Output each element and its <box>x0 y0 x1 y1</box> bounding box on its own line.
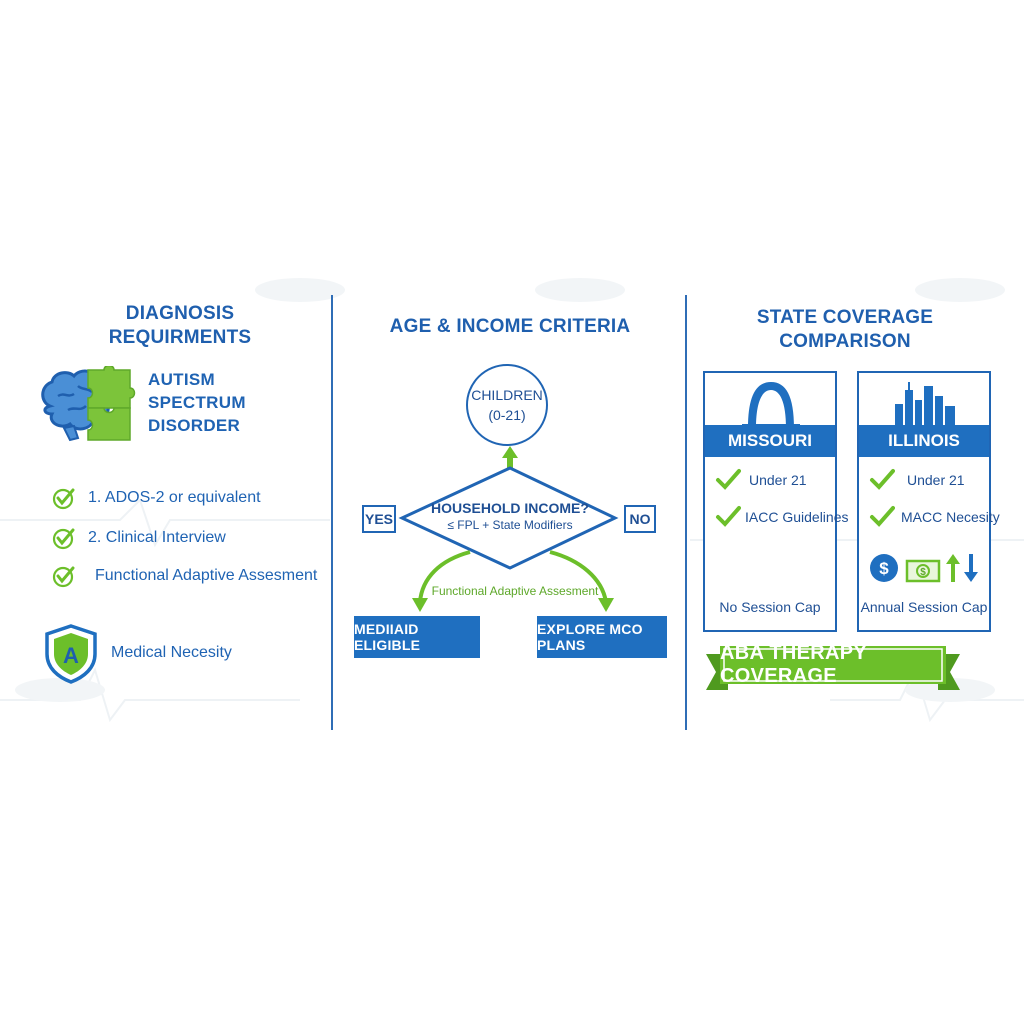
svg-text:$: $ <box>879 559 889 578</box>
arrow-down-icon <box>964 554 978 582</box>
dollar-coin-icon: $ <box>870 554 898 582</box>
medicaid-eligible-box: MEDIIAID ELIGIBLE <box>354 616 480 658</box>
missouri-footer: No Session Cap <box>719 599 821 615</box>
age-line2: (0-21) <box>488 407 526 423</box>
check-icon <box>870 469 895 490</box>
criteria-heading: AGE & INCOME CRITERIA <box>389 316 631 337</box>
arc-label: Functional Adaptive Assesment <box>431 584 599 598</box>
ribbon-label: ABA THERAPY COVERAGE <box>720 642 867 687</box>
age-circle: CHILDREN (0-21) <box>466 364 548 446</box>
diagnosis-item-1: 1. ADOS-2 or equivalent <box>88 489 261 506</box>
diagnosis-item-3: Functional Adaptive Assesment <box>95 567 318 584</box>
diagnosis-heading-line2: REQUIRMENTS <box>108 327 252 348</box>
decision-text: HOUSEHOLD INCOME? ≤ FPL + State Modifier… <box>430 500 590 532</box>
condition-line2: SPECTRUM <box>148 393 246 412</box>
missouri-item-1: Under 21 <box>749 472 807 488</box>
banknote-icon: $ <box>905 559 941 583</box>
ribbon-banner <box>706 646 960 690</box>
missouri-item-2: IACC Guidelines <box>745 509 849 525</box>
arrow-up-icon <box>946 554 960 582</box>
check-icon <box>870 506 895 527</box>
yes-label: YES <box>362 505 396 533</box>
explore-mco-box: EXPLORE MCO PLANS <box>537 616 667 658</box>
svg-text:$: $ <box>920 567 926 578</box>
missouri-card: MISSOURI Under 21 IACC Guidelines No Ses… <box>703 371 849 632</box>
no-label: NO <box>624 505 656 533</box>
skyline-icon <box>895 382 955 428</box>
diagnosis-heading: DIAGNOSIS REQUIRMENTS <box>60 302 300 350</box>
condition-label: AUTISM SPECTRUM DISORDER <box>148 368 246 437</box>
states-heading-line2: COMPARISON <box>779 331 911 352</box>
divider-left <box>331 295 333 730</box>
condition-line1: AUTISM <box>148 370 215 389</box>
shield-letter: A <box>63 643 79 668</box>
check-circle-icon <box>52 528 75 550</box>
flow-connectors <box>398 446 619 612</box>
illinois-item-1: Under 21 <box>907 472 965 488</box>
illinois-card: ILLINOIS Under 21 MACC Necesity $ $ Annu… <box>857 371 1000 632</box>
brain-puzzle-icon <box>41 366 136 442</box>
arch-icon <box>742 382 800 428</box>
check-icon <box>716 469 741 490</box>
shield-label: Medical Necesity <box>111 644 232 661</box>
diagnosis-item-2: 2. Clinical Interview <box>88 529 226 546</box>
check-circle-icon <box>52 488 75 510</box>
check-circle-icon <box>52 566 75 588</box>
diagnosis-heading-line1: DIAGNOSIS <box>125 303 235 324</box>
check-icon <box>716 506 741 527</box>
states-heading-line1: STATE COVERAGE <box>756 307 934 328</box>
condition-line3: DISORDER <box>148 416 241 435</box>
divider-right <box>685 295 687 730</box>
illinois-item-2: MACC Necesity <box>901 509 1000 525</box>
decision-line1: HOUSEHOLD INCOME? <box>431 500 589 516</box>
decision-line2: ≤ FPL + State Modifiers <box>447 518 573 532</box>
illinois-name: ILLINOIS <box>859 425 989 457</box>
states-heading: STATE COVERAGE COMPARISON <box>740 306 950 354</box>
illinois-footer: Annual Session Cap <box>860 599 988 615</box>
shield-icon: A <box>45 624 97 684</box>
age-line1: CHILDREN <box>471 387 543 403</box>
missouri-name: MISSOURI <box>705 425 835 457</box>
